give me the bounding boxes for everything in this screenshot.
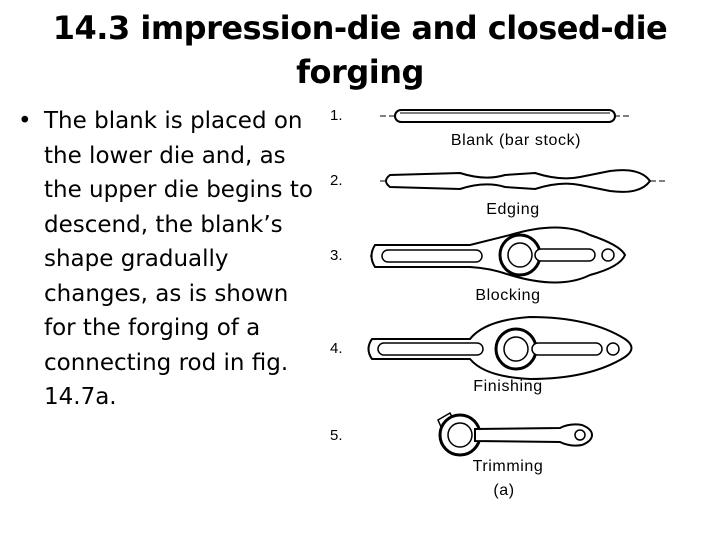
slide-title: 14.3 impression-die and closed-die forgi… [40,6,680,94]
step-1-caption: Blank (bar stock) [451,132,581,149]
step-4-caption: Finishing [473,378,542,395]
forging-steps-diagram: 1. Blank (bar stock) 2. Edging 3. Blocki… [330,107,665,499]
step-3-caption: Blocking [475,287,540,304]
bullet-point: • The blank is placed on the lower die a… [18,104,313,415]
step-1-number: 1. [330,107,343,124]
blank-bar-icon [380,109,630,123]
title-line-2: forging [296,53,424,91]
step-5-number: 5. [330,427,343,444]
edging-bar-icon [380,169,665,193]
forging-steps-figure: 1. Blank (bar stock) 2. Edging 3. Blocki… [320,95,680,515]
title-line-1: 14.3 impression-die and closed-die [52,9,668,47]
trimmed-connecting-rod-icon [437,411,594,457]
step-3-number: 3. [330,247,343,264]
step-2-caption: Edging [486,201,539,218]
figure-label: (a) [493,482,514,499]
finishing-part-icon [367,315,633,381]
blocking-part-icon [370,226,627,284]
bullet-text: The blank is placed on the lower die and… [44,108,313,410]
step-4-number: 4. [330,340,343,357]
bullet-icon: • [18,108,32,134]
step-5-caption: Trimming [473,458,544,475]
step-2-number: 2. [330,172,343,189]
